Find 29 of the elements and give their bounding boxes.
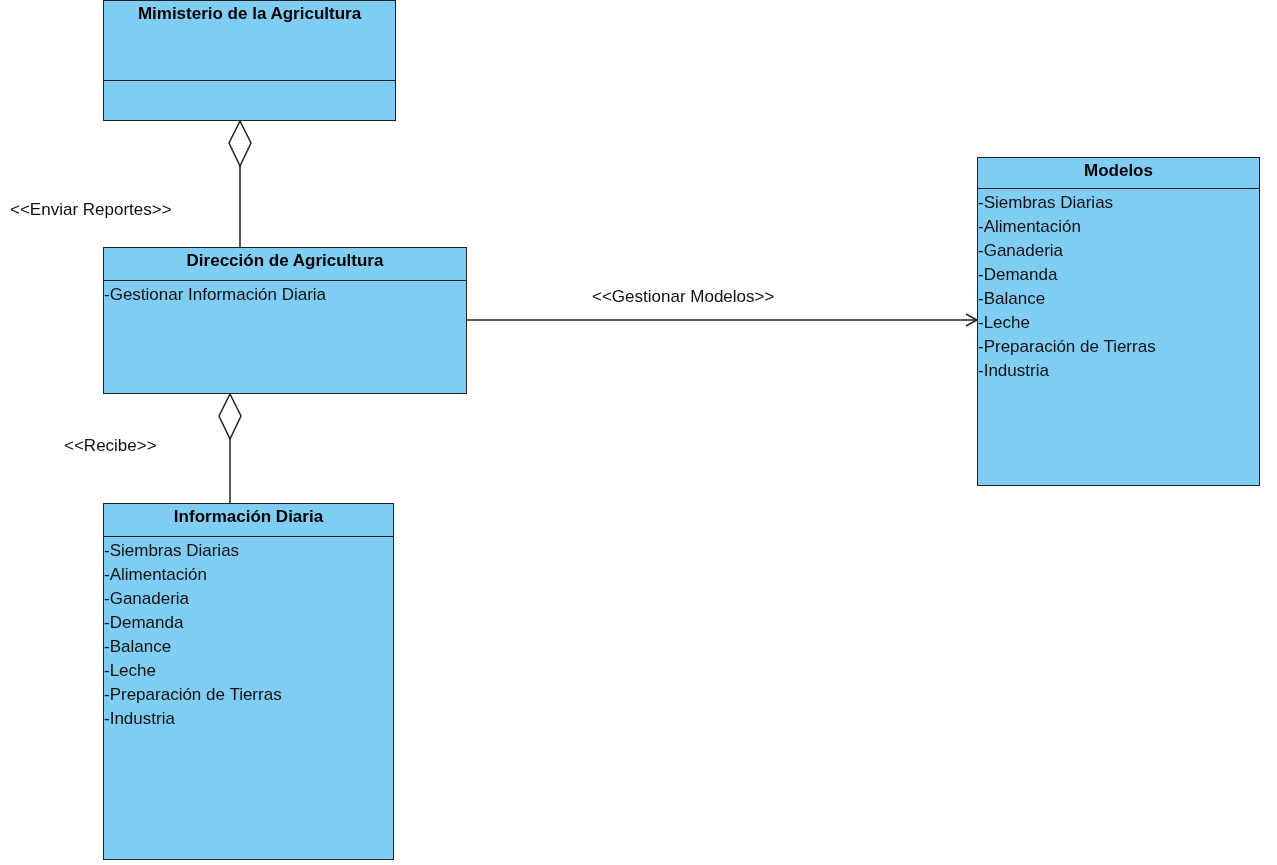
class-attribute: -Ganaderia — [104, 588, 191, 610]
class-attribute: -Demanda — [978, 264, 1059, 286]
class-attribute: -Leche — [104, 660, 157, 682]
edge-label: <<Enviar Reportes>> — [10, 200, 172, 220]
class-box — [103, 0, 396, 121]
class-name: Dirección de Agricultura — [104, 248, 466, 281]
class-name: Información Diaria — [104, 504, 393, 537]
class-attribute: -Siembras Diarias — [978, 192, 1115, 214]
class-attribute: -Ganaderia — [978, 240, 1065, 262]
aggregation-connector — [228, 120, 252, 248]
aggregation-connector — [218, 393, 242, 504]
class-attribute: -Preparación de Tierras — [104, 684, 283, 706]
arrow — [466, 313, 978, 327]
class-box — [977, 157, 1260, 486]
class-attribute: -Leche — [978, 312, 1031, 334]
class-attribute: -Preparación de Tierras — [978, 336, 1157, 358]
class-attribute: -Gestionar Información Diaria — [104, 284, 328, 306]
class-attribute: -Industria — [978, 360, 1050, 382]
class-attribute: -Alimentación — [978, 216, 1082, 238]
class-box — [103, 247, 467, 394]
class-box — [103, 503, 394, 860]
class-attribute: -Balance — [978, 288, 1047, 310]
class-name: Mimisterio de la Agricultura — [104, 1, 395, 81]
class-name: Modelos — [978, 158, 1259, 189]
class-attribute: -Siembras Diarias — [104, 540, 241, 562]
class-attribute: -Demanda — [104, 612, 185, 634]
class-attribute: -Industria — [104, 708, 176, 730]
class-attribute: -Alimentación — [104, 564, 208, 586]
class-attribute: -Balance — [104, 636, 173, 658]
